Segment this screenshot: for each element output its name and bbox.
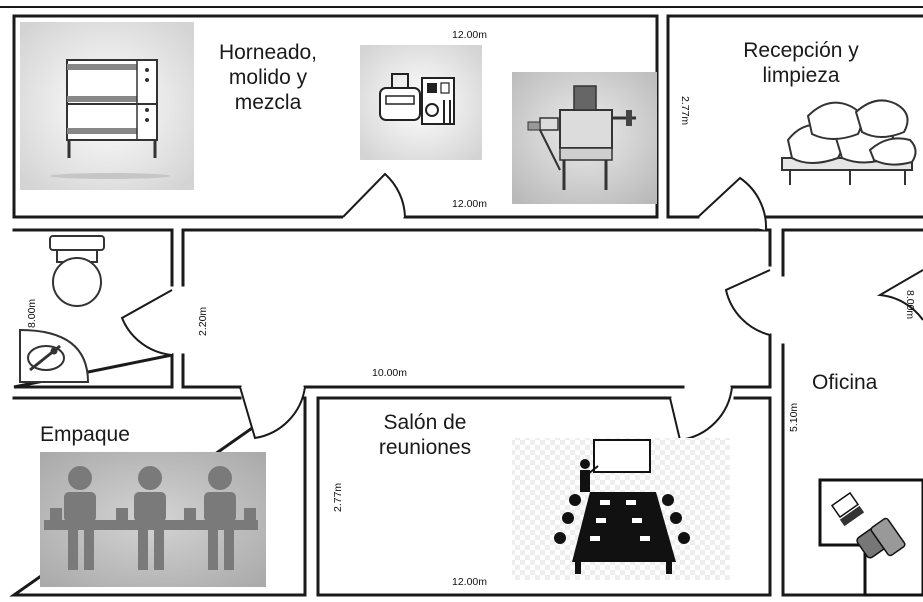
- dimension-bath-height: 8.00m: [26, 298, 38, 328]
- dimension-corridor-height: 2.20m: [197, 306, 209, 336]
- room-label-salon: Salón de reuniones: [378, 411, 472, 459]
- room-label-empaque: Empaque: [40, 423, 130, 446]
- wall-recepcion: [666, 14, 923, 219]
- room-label-horneado: Horneado, molido y mezcla: [218, 41, 318, 114]
- wall-salon: [316, 396, 772, 597]
- dimension-salon-width: 12.00m: [452, 576, 488, 588]
- door-horneado: [342, 172, 406, 218]
- dimension-top-width: 12.00m: [452, 29, 488, 41]
- door-empaque: [239, 386, 306, 440]
- dimension-salon-height: 2.77m: [332, 482, 344, 512]
- mixer-machine-icon: [360, 45, 482, 160]
- dimension-oficina-height: 5.10m: [788, 402, 800, 432]
- corner-sink-icon: [19, 328, 90, 383]
- door-oficina-right: [876, 269, 923, 321]
- doors: [120, 172, 923, 442]
- wall-corridor: [181, 228, 772, 389]
- office-desk-icon: [818, 478, 923, 597]
- dimension-corridor-width: 10.00m: [372, 367, 408, 379]
- door-bathroom: [120, 289, 173, 356]
- meeting-room-icon: [512, 438, 730, 580]
- door-salon: [669, 386, 733, 442]
- grinder-machine-icon: [512, 72, 657, 204]
- dimension-recepcion-height: 2.77m: [679, 96, 691, 126]
- room-label-oficina: Oficina: [812, 371, 878, 394]
- door-recepcion: [697, 176, 768, 231]
- wall-bathroom: [12, 228, 174, 389]
- oven-icon: [20, 22, 194, 190]
- dimension-top-inner-width: 12.00m: [452, 198, 488, 210]
- dimension-right-edge: 8.00m: [904, 290, 916, 320]
- room-label-recepcion: Recepción y limpieza: [743, 39, 859, 87]
- door-corridor-right: [724, 269, 771, 336]
- sacks-icon: [781, 99, 917, 185]
- packing-workers-icon: [40, 452, 266, 587]
- toilet-icon: [49, 235, 105, 307]
